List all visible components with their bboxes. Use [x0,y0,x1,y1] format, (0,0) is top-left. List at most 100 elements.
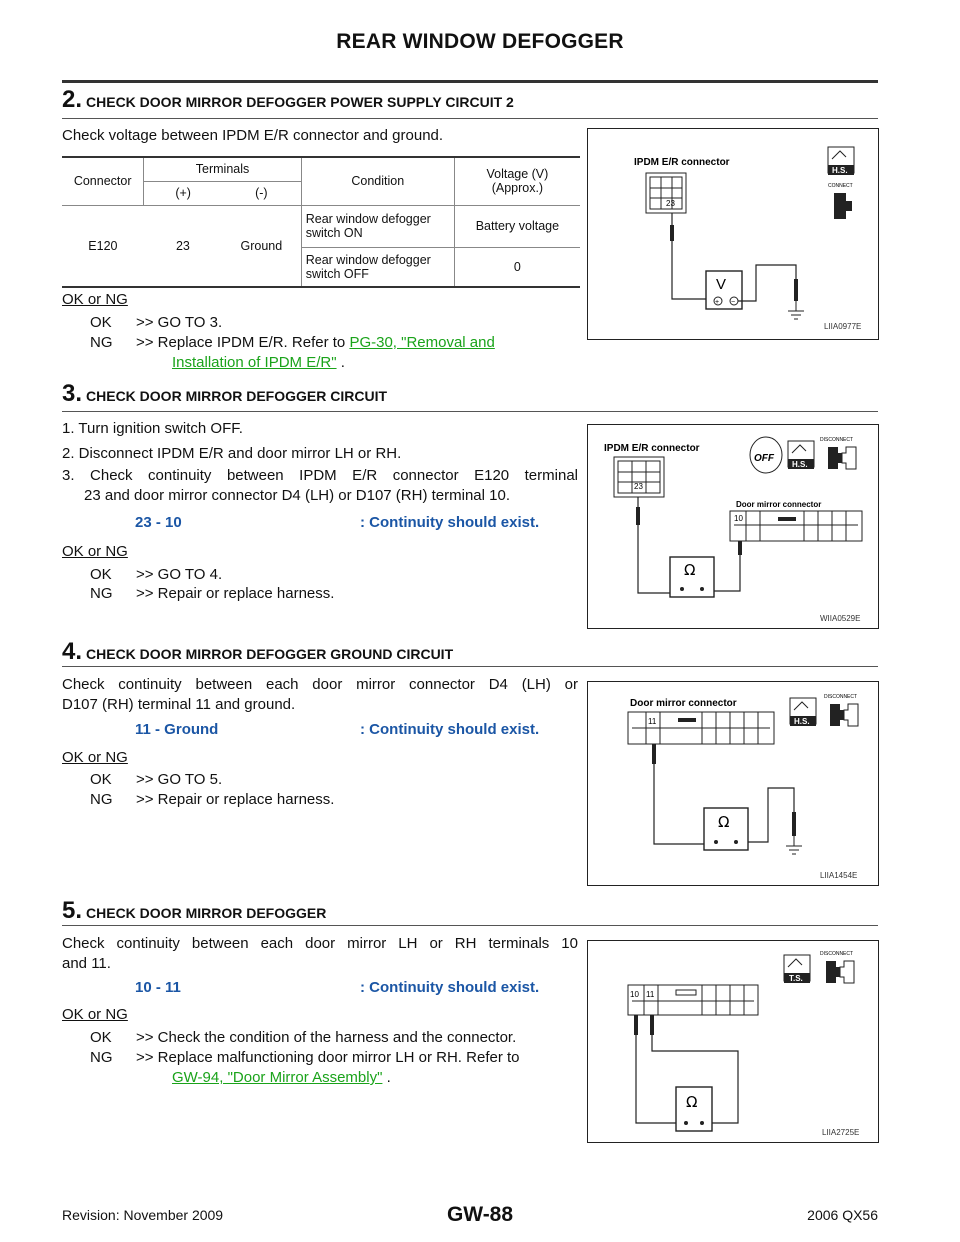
result-text: >> GO TO 5. [136,771,223,788]
result-ng-cont: GW-94, "Door Mirror Assembly" . [172,1068,391,1088]
spec-requirement: : Continuity should exist. [360,514,540,531]
step-5-heading: 5.CHECK DOOR MIRROR DEFOGGER [62,897,326,925]
step-rule [62,925,878,926]
result-ok: OK >> Check the condition of the harness … [90,1028,516,1048]
step-title: CHECK DOOR MIRROR DEFOGGER GROUND CIRCUI… [86,646,454,662]
result-ng: NG >> Replace malfunctioning door mirror … [90,1048,578,1068]
cell-minus: Ground [221,205,302,287]
disconnect-icon [828,446,857,470]
step-number: 5. [62,897,83,924]
result-ok: OK>> GO TO 5. [90,770,222,790]
disconnect-label: DISCONNECT [820,437,853,443]
meter-plus: + [715,299,719,306]
ignition-off-label: OFF [754,453,775,464]
footer-page-number: GW-88 [446,1203,514,1226]
spec-terminals: 23 - 10 [135,514,182,531]
ok-or-ng-label: OK or NG [62,749,128,766]
ignition-off-icon: OFF [749,436,783,474]
step-5-instruction-1: Check continuity between each door mirro… [62,935,578,952]
figure-pin-label-1: 10 [630,990,639,999]
result-ng-cont: Installation of IPDM E/R" . [172,353,345,373]
result-ok: OK>> GO TO 3. [90,313,222,333]
col-terminals: Terminals [143,157,302,182]
cell-connector: E120 [88,238,118,253]
cell-condition-off-line1: Rear window defogger [305,252,431,267]
figure-door-mirror-defogger-svg: 10 11 Ω T.S. DISCONNECT LIIA2725E [627,951,859,1137]
spec-requirement: : Continuity should exist. [360,721,540,738]
cell-condition-on-line1: Rear window defogger [305,212,431,226]
col-minus: (-) [221,181,302,205]
step-3-list-3-cont: 23 and door mirror connector D4 (LH) or … [84,487,510,504]
col-plus: (+) [143,181,222,205]
col-connector: Connector [73,174,132,189]
step-number: 2. [62,86,83,113]
ohmmeter-symbol: Ω [684,561,695,579]
ok-or-ng-label: OK or NG [62,291,128,308]
result-ng: NG>> Replace IPDM E/R. Refer to PG-30, "… [90,333,495,353]
figure-door-mirror-ground: Door mirror connector 11 Ω H.S. DISCONNE… [587,681,879,886]
cell-condition-off: Rear window defogger switch OFF [301,247,455,287]
voltage-spec-table: Connector Terminals Condition Voltage (V… [62,156,580,288]
step-3-heading: 3.CHECK DOOR MIRROR DEFOGGER CIRCUIT [62,380,387,408]
figure-pin-label: 23 [666,199,675,208]
reference-link-cont[interactable]: Installation of IPDM E/R" [172,354,337,371]
figure-connector-label-1: IPDM E/R connector [604,443,700,454]
hs-icon-label: H.S. [832,166,848,175]
col-voltage-line2: (Approx.) [491,181,544,196]
step-number: 4. [62,638,83,665]
voltmeter-symbol: V [716,276,726,293]
cell-voltage-on: Battery voltage [454,205,580,248]
hs-icon-label: H.S. [794,717,810,726]
cell-condition-on-line2: switch ON [305,226,363,240]
step-2-heading: 2.CHECK DOOR MIRROR DEFOGGER POWER SUPPL… [62,86,514,114]
hs-icon: H.S. [787,440,815,469]
period: . [386,1069,391,1086]
result-key: OK [90,1029,112,1046]
reference-link[interactable]: GW-94, "Door Mirror Assembly" [172,1069,383,1086]
header-rule [62,80,878,83]
result-ng: NG >> Repair or replace harness. [90,584,334,604]
figure-ipdm-voltage-svg: IPDM E/R connector 23 V + − H.S. CONNECT… [634,146,861,331]
result-text: >> Replace malfunctioning door mirror LH… [136,1049,520,1066]
step-rule [62,118,878,119]
connect-label: CONNECT [828,183,853,189]
result-key: NG [90,585,113,602]
result-text: >> Check the condition of the harness an… [136,1029,517,1046]
step-3-list-2: 2. Disconnect IPDM E/R and door mirror L… [62,445,402,462]
step-4-heading: 4.CHECK DOOR MIRROR DEFOGGER GROUND CIRC… [62,638,453,666]
hs-icon: H.S. [789,697,817,726]
disconnect-icon [826,960,855,984]
disconnect-label: DISCONNECT [820,951,853,957]
figure-connector-label-2: Door mirror connector [736,500,821,509]
col-condition: Condition [301,157,455,205]
result-key: NG [90,1049,113,1066]
result-text: >> GO TO 3. [136,314,223,331]
figure-pin-label-1: 23 [634,482,643,491]
footer-model: 2006 QX56 [807,1207,878,1223]
spec-terminals: 10 - 11 [135,979,181,996]
step-4-instruction-1: Check continuity between each door mirro… [62,676,578,693]
step-rule [62,666,878,667]
result-ng: NG >> Repair or replace harness. [90,790,334,810]
step-title: CHECK DOOR MIRROR DEFOGGER [86,905,327,921]
step-2-instruction: Check voltage between IPDM E/R connector… [62,127,444,144]
result-key: NG [90,791,113,808]
figure-ipdm-door-continuity: IPDM E/R connector 23 Door mirror connec… [587,424,879,629]
figure-pin-label-2: 10 [734,514,743,523]
figure-door-mirror-defogger: 10 11 Ω T.S. DISCONNECT LIIA2725E [587,940,879,1143]
result-key: NG [90,334,113,351]
result-text: >> Repair or replace harness. [136,585,335,602]
period: . [340,354,345,371]
cell-condition-on: Rear window defogger switch ON [301,205,455,248]
step-title: CHECK DOOR MIRROR DEFOGGER POWER SUPPLY … [86,94,514,110]
col-voltage: Voltage (V) (Approx.) [454,157,580,205]
step-4-instruction-2: D107 (RH) terminal 11 and ground. [62,696,296,713]
step-rule [62,411,878,412]
ok-or-ng-label: OK or NG [62,1006,128,1023]
reference-link[interactable]: PG-30, "Removal and [349,334,495,351]
result-text: >> GO TO 4. [136,566,223,583]
step-number: 3. [62,380,83,407]
ok-or-ng-label: OK or NG [62,543,128,560]
result-text: >> Repair or replace harness. [136,791,335,808]
cell-voltage-off: 0 [513,259,521,274]
